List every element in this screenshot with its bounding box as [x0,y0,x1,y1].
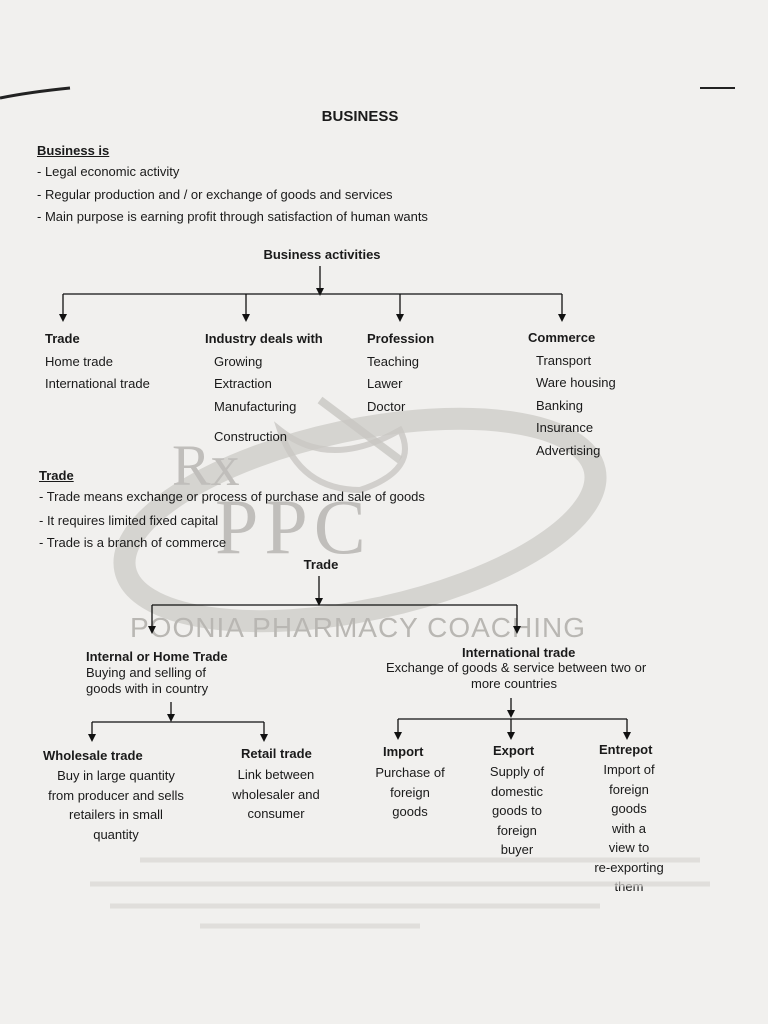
export-desc-line: goods to [492,803,542,818]
import-desc-line: foreign [390,784,430,800]
activity-item: Growing [214,354,263,369]
activity-item: Banking [536,398,583,413]
activity-item: Doctor [367,399,406,414]
activity-item: Construction [214,429,287,444]
entrepot-desc-line: goods [611,801,647,816]
export-head: Export [493,743,535,758]
export-desc-line: buyer [500,842,534,857]
entrepot-desc-line: view to [608,840,650,855]
page-title: BUSINESS [321,108,399,125]
activity-item: Insurance [536,420,594,435]
activity-item: Home trade [45,354,113,369]
entrepot-desc-line: Import of [603,762,655,777]
internal-trade-desc: goods with in country [86,681,209,696]
retail-desc-line: consumer [247,806,305,821]
trade-point: - Trade means exchange or process of pur… [39,489,425,504]
business-point: - Regular production and / or exchange o… [37,187,393,202]
internal-trade-head: Internal or Home Trade [86,649,228,664]
activity-item: Transport [536,353,592,368]
retail-trade-desc: Link between wholesaler and consumer [232,765,319,824]
activity-item: Lawer [367,376,403,391]
entrepot-desc-line: with a [612,820,646,836]
entrepot-desc-line: foreign [609,781,649,797]
watermark-rx: Rx [172,433,240,498]
wholesale-trade-desc: Buy in large quantity from producer and … [48,766,184,844]
activity-item: Ware housing [536,375,616,390]
export-desc-line: domestic [490,783,544,799]
activity-item: Advertising [536,443,601,458]
activity-head-industry: Industry deals with [205,331,323,346]
trade-point: - Trade is a branch of commerce [39,535,227,550]
activity-head-profession: Profession [367,331,435,346]
activities-heading: Business activities [263,247,381,262]
import-desc-line: goods [392,804,428,819]
export-desc-line: foreign [497,822,537,838]
business-is-heading: Business is [37,143,110,158]
trade-point: - It requires limited fixed capital [39,513,219,528]
business-point: - Legal economic activity [37,164,180,179]
wholesale-desc-line: retailers in small [69,807,163,822]
entrepot-desc: Import of foreign goods with a view to r… [594,760,663,897]
activity-item: Teaching [367,354,420,369]
watermark-name: POONIA PHARMACY COACHING [130,612,587,643]
export-desc: Supply of domestic goods to foreign buye… [490,762,544,860]
wholesale-desc-line: Buy in large quantity [57,768,175,783]
export-desc-line: Supply of [489,764,545,779]
international-trade-desc: more countries [471,676,557,691]
retail-trade-head: Retail trade [241,746,312,761]
import-desc-line: Purchase of [375,765,445,780]
activity-item: International trade [45,376,150,391]
trade-tree-root: Trade [303,557,339,572]
trade-heading: Trade [39,468,74,483]
international-trade-desc: Exchange of goods & service between two … [386,660,647,675]
business-point: - Main purpose is earning profit through… [37,209,428,224]
international-trade-head: International trade [462,645,576,660]
activity-item: Extraction [214,376,272,391]
watermark-ppc: PPC [215,483,372,570]
wholesale-desc-line: from producer and sells [48,787,184,803]
entrepot-desc-line: re-exporting [594,859,664,875]
internal-trade-desc: Buying and selling of [86,665,206,680]
activity-item: Manufacturing [214,399,297,414]
wholesale-desc-line: quantity [93,826,139,842]
activity-head-trade: Trade [45,331,80,346]
import-head: Import [383,744,424,759]
retail-desc-line: Link between [237,767,315,782]
retail-desc-line: wholesaler and [232,786,320,802]
entrepot-head: Entrepot [599,742,653,757]
import-desc: Purchase of foreign goods [375,763,444,822]
activity-head-commerce: Commerce [528,330,596,345]
wholesale-trade-head: Wholesale trade [43,748,143,763]
